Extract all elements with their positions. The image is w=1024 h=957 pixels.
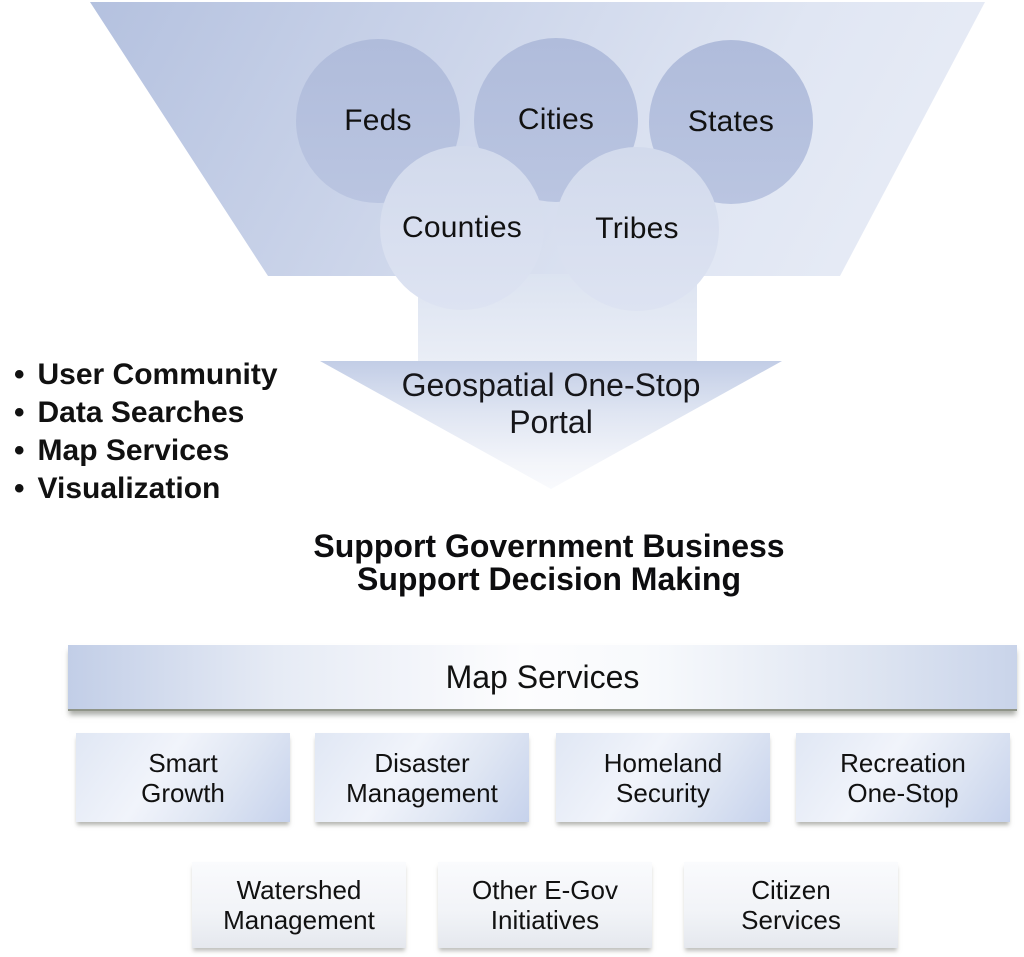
box-other-egov-initiatives: Other E-Gov Initiatives xyxy=(438,862,652,948)
box-other-egov-initiatives-line2: Initiatives xyxy=(490,905,600,935)
circle-counties-label: Counties xyxy=(401,211,522,244)
mission-line1: Support Government Business xyxy=(313,528,785,564)
box-watershed-management-line1: Watershed xyxy=(236,875,362,905)
box-disaster-management-line1: Disaster xyxy=(374,747,470,778)
box-citizen-services-line1: Citizen xyxy=(751,875,831,905)
portal-title-line1: Geospatial One-Stop xyxy=(401,367,701,403)
map-services-bar-title: Map Services xyxy=(445,658,640,695)
circle-tribes: Tribes xyxy=(555,147,719,311)
box-recreation-one-stop-line2: One-Stop xyxy=(847,777,959,808)
circle-tribes-label: Tribes xyxy=(595,212,679,245)
portal-title: Geospatial One-Stop Portal xyxy=(331,367,771,441)
box-smart-growth-line2: Growth xyxy=(141,777,225,808)
circle-counties: Counties xyxy=(380,146,544,310)
box-homeland-security: Homeland Security xyxy=(556,733,770,822)
box-other-egov-initiatives-line1: Other E-Gov xyxy=(472,875,618,905)
circle-cities-label: Cities xyxy=(517,103,595,136)
capabilities-list: User Community Data Searches Map Service… xyxy=(14,356,314,508)
box-disaster-management-line2: Management xyxy=(346,777,498,808)
capability-item-map-services: Map Services xyxy=(14,432,314,470)
box-recreation-one-stop-line1: Recreation xyxy=(840,747,966,778)
box-smart-growth-line1: Smart xyxy=(148,747,218,778)
box-disaster-management: Disaster Management xyxy=(315,733,529,822)
box-homeland-security-line1: Homeland xyxy=(603,747,723,778)
circle-states-label: States xyxy=(687,105,775,138)
box-homeland-security-line2: Security xyxy=(616,777,710,808)
map-services-bar: Map Services xyxy=(68,645,1017,711)
capability-item-data-searches: Data Searches xyxy=(14,394,314,432)
mission-headline: Support Government Business Support Deci… xyxy=(311,530,787,596)
capability-item-user-community: User Community xyxy=(14,356,314,394)
box-watershed-management-line2: Management xyxy=(223,905,375,935)
box-citizen-services: Citizen Services xyxy=(684,862,898,948)
capability-item-visualization: Visualization xyxy=(14,470,314,508)
portal-title-line2: Portal xyxy=(509,404,593,440)
box-citizen-services-line2: Services xyxy=(741,905,841,935)
box-smart-growth: Smart Growth xyxy=(76,733,290,822)
circle-feds-label: Feds xyxy=(344,104,412,137)
mission-line2: Support Decision Making xyxy=(356,561,742,597)
box-recreation-one-stop: Recreation One-Stop xyxy=(796,733,1010,822)
box-watershed-management: Watershed Management xyxy=(192,862,406,948)
